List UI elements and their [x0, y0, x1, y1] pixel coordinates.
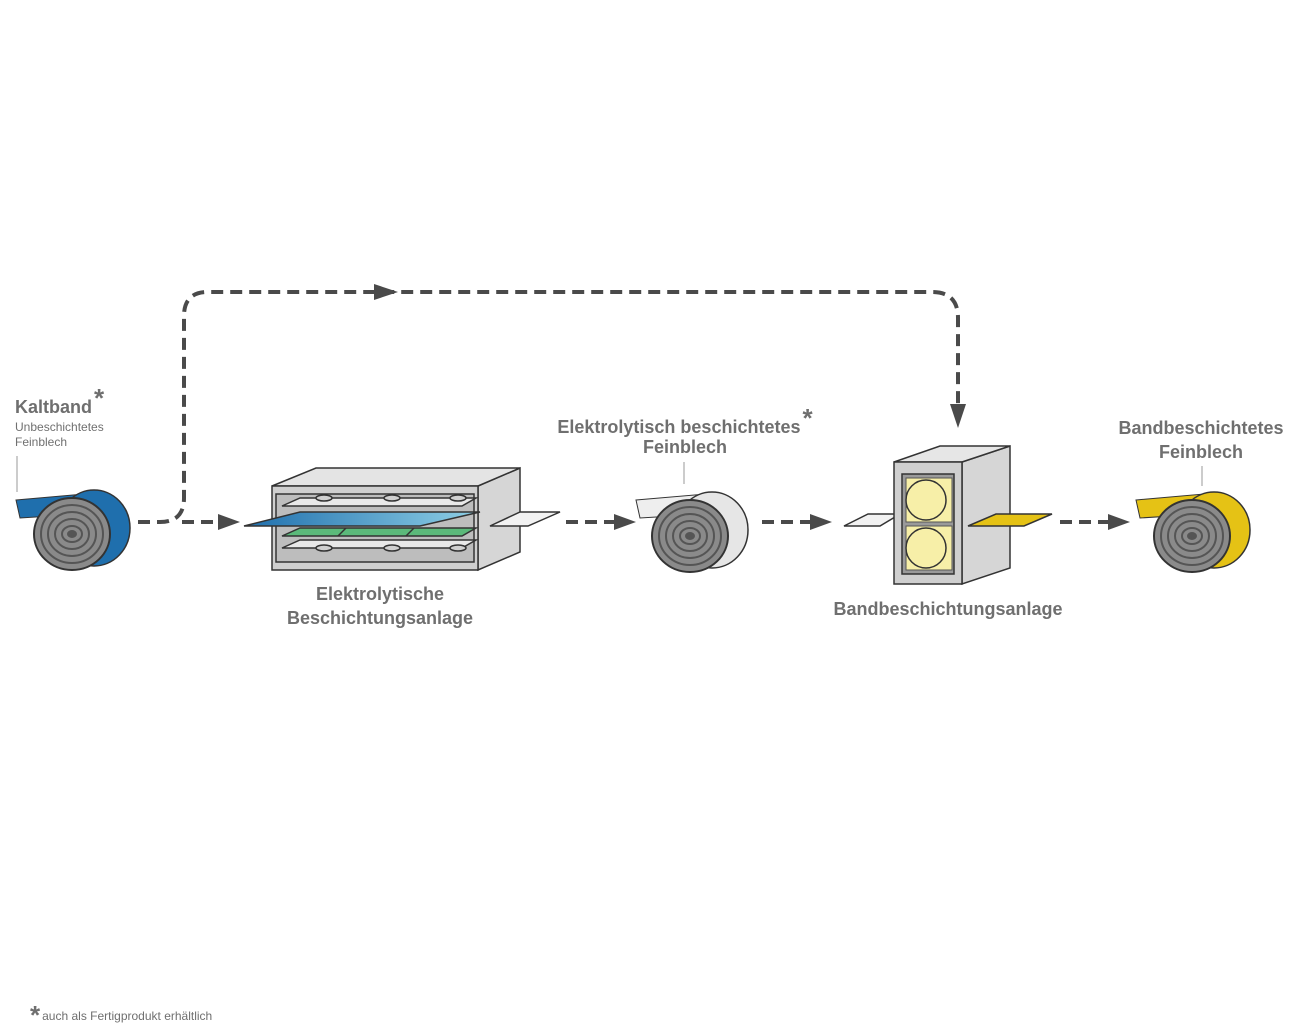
asterisk-icon: *: [802, 403, 813, 433]
coil-coating-plant-label: Bandbeschichtungsanlage: [833, 599, 1063, 619]
bypass-route-arrow: [138, 290, 960, 524]
bypass-arrowhead-mid: [374, 284, 398, 300]
coil-coated-label-2: Feinblech: [1158, 442, 1243, 462]
coil-coated-label: Bandbeschichtetes Feinblech: [1110, 416, 1292, 464]
electrolytic-coated-label-1: Elektrolytisch beschichtetes: [557, 417, 801, 437]
electrolytic-coated-label: Elektrolytisch beschichtetes* Feinblech: [540, 405, 830, 459]
asterisk-icon: *: [30, 1000, 41, 1030]
kaltband-subtitle-1: Unbeschichtetes: [15, 420, 104, 434]
footnote: *auch als Fertigprodukt erhältlich: [30, 996, 213, 1030]
coil-kaltband-icon: [15, 489, 131, 571]
electrolytic-plant-label-1: Elektrolytische: [315, 584, 445, 604]
bypass-arrowhead-down: [950, 404, 966, 428]
asterisk-icon: *: [94, 383, 105, 413]
electrolytic-plant-label: Elektrolytische Beschichtungsanlage: [270, 582, 490, 630]
coil-coating-plant-icon: [843, 444, 1053, 586]
coil-electrolytic-coated-icon: [635, 491, 749, 573]
electrolytic-coating-plant-icon: [243, 466, 561, 572]
coil-coil-coated-icon: [1135, 491, 1251, 573]
electrolytic-coated-label-2: Feinblech: [642, 437, 727, 457]
kaltband-subtitle-2: Feinblech: [15, 435, 68, 449]
kaltband-label: Kaltband*: [15, 385, 104, 419]
coil-coated-label-1: Bandbeschichtetes: [1118, 418, 1284, 438]
electrolytic-plant-label-2: Beschichtungsanlage: [286, 608, 474, 628]
footnote-text: auch als Fertigprodukt erhältlich: [42, 1009, 213, 1023]
kaltband-title: Kaltband: [15, 397, 93, 417]
